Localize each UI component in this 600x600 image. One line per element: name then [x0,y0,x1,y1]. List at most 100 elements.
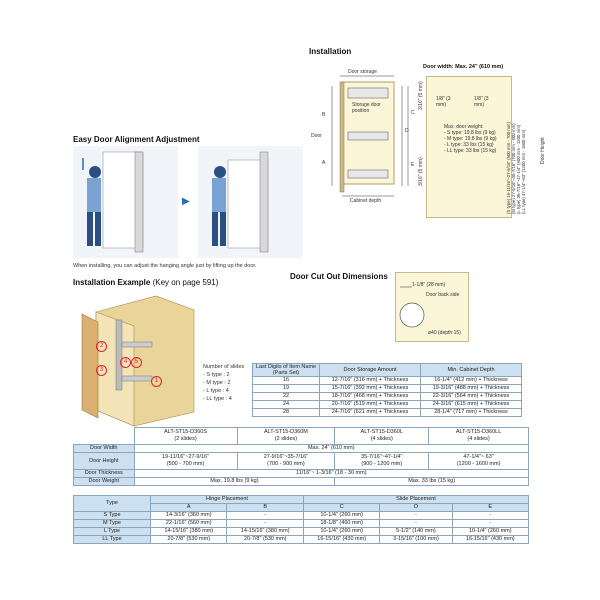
table-cell: 10-1/4" (260 mm) [451,527,530,536]
slides-legend-l: - L type : 4 [203,388,229,394]
row-header: Door Height [73,452,135,470]
gap-left-label: 1/8" (3 mm) [436,96,451,108]
storage-door-position-label: Storage door position [352,102,381,114]
door-height-side-text: (S type) 19-11/16"~27-9/16" (500 mm - 70… [506,74,526,214]
table-cell: Max. 19.8 lbs (9 kg) [133,477,336,486]
col-header: D [379,503,453,512]
model-slides: (4 slides) [370,436,393,442]
front-view-panel [426,76,512,218]
model-cell: ALT-ST15-D360M(2 slides) [236,427,336,445]
side-line-ll: (LL type) 47-1/4"~63" (1200 mm - 1600 mm… [521,129,526,214]
key-circle-1: 1 [151,376,162,387]
slides-legend-ll: - LL type : 4 [203,396,232,402]
height-mm: (500 - 700 mm) [166,461,205,467]
type-header: Type [73,495,151,512]
weight-ll: - LL type: 33 lbs (15 kg) [444,148,497,154]
cutout-title: Door Cut Out Dimensions [290,272,388,281]
table-cell: 3-15/16" (100 mm) [379,535,453,544]
side-view-drawing [331,75,409,197]
table-row: Door Width Max. 24" (610 mm) [73,444,529,453]
height-value: 27-9/16"~35-7/16" [263,454,309,460]
key-note: (Key on page 591) [152,278,219,287]
adjust-illustration-1 [73,146,178,258]
table-cell: 18-7/16" (468 mm) + Thickness [319,392,421,401]
installation-title: Installation [309,47,352,56]
model-name: ALT-ST15-D360L [360,429,403,435]
storage-header: Min. Cabinet Depth [420,363,522,377]
row-header: Door Weight [73,477,135,486]
table-cell: 19-3/16" (488 mm) + Thickness [420,384,522,393]
table-cell: 20-7/8" (530 mm) [149,535,228,544]
cutout-drawing [399,286,425,328]
table-cell: 14-15/16" (380 mm) [226,527,304,536]
table-cell: - [451,511,530,520]
slide-header: Slide Placement [302,495,530,504]
cutout-back-label: Door back side [426,292,460,298]
table-cell: Max. 24" (610 mm) [133,444,529,453]
table-cell: 22-1/16" (560 mm) [149,519,228,528]
door-height-label: Door Height [540,137,546,164]
weight-m: - M type: 19.8 lbs (9 kg) [444,136,497,142]
weight-s: - S type: 19.8 lbs (9 kg) [444,130,496,136]
label-a: A [322,160,326,166]
cutout-diameter: ø40 (depth:15) [428,330,461,336]
col-header: E [451,503,530,512]
worker-lifting-door-figure [82,151,144,253]
table-cell: - [226,519,304,528]
table-cell: 24-3/16" (615 mm) + Thickness [420,400,522,409]
table-cell: 20-7/16" (519 mm) + Thickness [319,400,421,409]
model-slides: (2 slides) [274,436,298,442]
spec-model-row: ALT-ST15-D360S(2 slides) ALT-ST15-D360M(… [74,427,529,445]
label-c: C [411,110,415,116]
bottom-gap-label: 3/16" (5 mm) [418,157,424,186]
height-mm: (1200 - 1600 mm) [456,461,501,467]
height-value: 35-7/16"~47-1/4" [361,454,403,460]
door-storage-label: Door storage [348,69,377,75]
height-mm: (700 - 900 mm) [267,461,305,467]
table-cell: 28-1/4" (717 mm) + Thickness [420,408,522,417]
table-cell: 12-7/16" (316 mm) + Thickness [319,376,421,385]
table-cell: 10-1/4" (260 mm) [302,527,381,536]
table-cell: 24 [252,400,320,409]
key-circle-5: 5 [131,357,142,368]
table-cell: 14-15/16" (380 mm) [149,527,228,536]
table-cell: 27-9/16"~35-7/16"(700 - 900 mm) [236,452,336,470]
slides-legend-m: - M type : 2 [203,380,231,386]
door-width-label: Door width: Max. 24" (610 mm) [423,64,504,70]
adjust-illustration-2 [198,146,303,258]
easy-adjust-title: Easy Door Alignment Adjustment [73,135,200,144]
top-gap-label: 3/16" (5 mm) [418,81,424,110]
key-circle-2: 2 [96,341,107,352]
spec-table: ALT-ST15-D360S(2 slides) ALT-ST15-D360M(… [73,427,529,486]
table-row: M Type 22-1/16" (560 mm) - 18-1/8" (460 … [73,519,530,528]
table-cell: 20-7/8" (530 mm) [226,535,304,544]
max-door-weight-title: Max. door weight: [444,124,484,130]
model-name: ALT-ST15-D360M [263,429,308,435]
key-circle-4: 4 [120,357,131,368]
table-row: L Type 14-15/16" (380 mm) 14-15/16" (380… [73,527,530,536]
table-cell: 14-3/16" (360 mm) [149,511,228,520]
table-cell: 16-15/16" (430 mm) [302,535,381,544]
table-cell: 22 [252,392,320,401]
slides-legend-s: - S type : 2 [203,372,230,378]
model-name: ALT-ST15-D360S [164,429,208,435]
table-cell: 15-7/16" (392 mm) + Thickness [319,384,421,393]
storage-header-row: Last Digits of Item Name (Parts Set) Doo… [252,363,522,377]
adjust-arrow-icon: ▶ [182,196,190,207]
cutout-dim: 1-1/8" (28 mm) [412,282,446,288]
row-header: M Type [73,519,151,528]
table-cell: 47-1/4"~ 63"(1200 - 1600 mm) [428,452,529,470]
table-cell: 22-3/16" (564 mm) + Thickness [420,392,522,401]
model-cell: ALT-ST15-D360L(4 slides) [334,427,430,445]
label-d: D [405,128,409,134]
table-cell: 35-7/16"~47-1/4"(900 - 1200 mm) [334,452,430,470]
table-row: LL Type 20-7/8" (530 mm) 20-7/8" (530 mm… [73,535,530,544]
table-cell: 16-1/4" (412 mm) + Thickness [420,376,522,385]
height-value: 19-11/16"~27-9/16" [161,454,210,460]
row-header: Door Width [73,444,135,453]
cabinet-depth-label: Cabinet depth [350,198,382,204]
label-b: B [322,112,326,118]
